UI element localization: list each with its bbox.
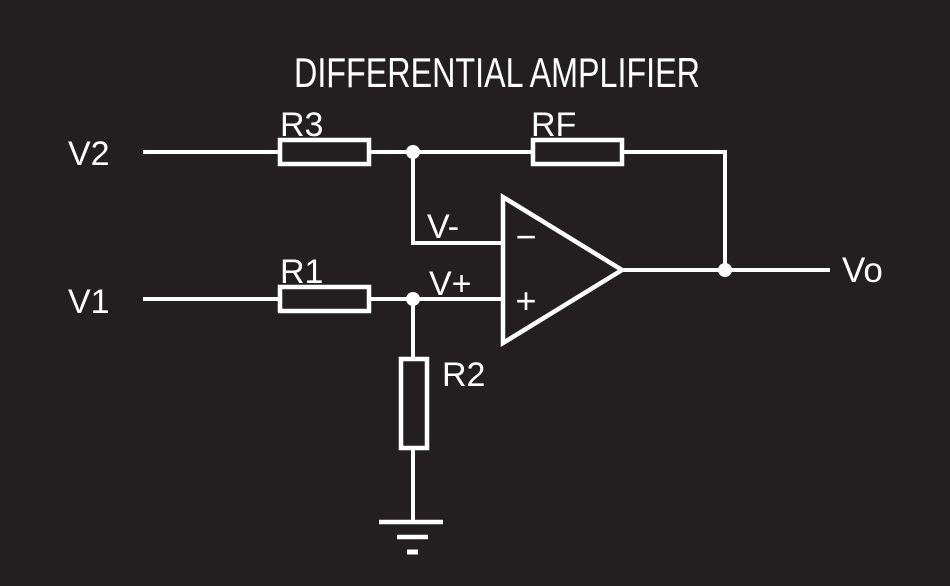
wire-rf-to-output [622,150,727,270]
label-resistor-r2: R2 [442,356,485,394]
label-output-vo: Vo [842,251,883,290]
label-input-v2: V2 [68,135,110,173]
label-resistor-r1: R1 [280,253,323,291]
junction-dot-output [718,263,732,277]
label-resistor-r3: R3 [280,106,323,144]
diagram-title: DIFFERENTIAL AMPLIFIER [294,49,700,96]
label-inverting-input: V- [427,208,459,246]
wire-inverting-input [411,152,503,245]
opamp-plus-symbol: + [515,280,536,321]
ground-symbol [379,519,443,555]
resistor-r2 [398,356,430,451]
label-noninverting-input: V+ [429,265,472,303]
label-resistor-rf: RF [531,106,576,144]
label-input-v1: V1 [68,283,110,321]
opamp-minus-symbol: − [515,216,536,257]
opamp-triangle [500,192,627,348]
junction-dot-top [406,145,420,159]
